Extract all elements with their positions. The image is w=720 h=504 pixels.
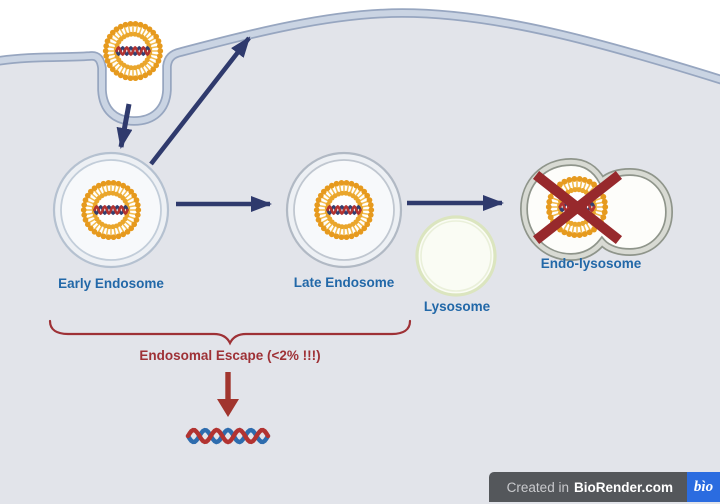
endo-lysosome-vesicle	[519, 157, 674, 262]
escape-brace	[48, 319, 412, 346]
created-in-text: Created in	[506, 479, 569, 495]
arrow-recycling-exocytosis	[149, 36, 251, 166]
escape-caption: Endosomal Escape (<2% !!!)	[139, 348, 320, 363]
biorender-watermark: Created in BioRender.com bìo	[488, 472, 720, 502]
lnp-particle-extracellular	[102, 20, 164, 82]
endo-lysosome-label: Endo-lysosome	[541, 256, 642, 271]
arrow-endocytosis	[116, 103, 133, 149]
watermark-bar: Created in BioRender.com	[488, 472, 687, 502]
biorender-brand-text: BioRender.com	[573, 479, 673, 495]
biorender-logo-icon: bìo	[687, 472, 720, 502]
released-mrna-helix	[185, 427, 271, 445]
lnp-particle-early	[80, 179, 142, 241]
lnp-particle-late	[313, 179, 375, 241]
late-endosome-vesicle	[285, 151, 403, 269]
lysosome-label: Lysosome	[424, 299, 491, 314]
late-endosome-label: Late Endosome	[294, 275, 395, 290]
lysosome-vesicle	[415, 215, 497, 297]
escape-arrow	[217, 372, 239, 417]
cell-membrane	[0, 8, 720, 126]
early-endosome-label: Early Endosome	[58, 276, 164, 291]
early-endosome-vesicle	[52, 151, 170, 269]
cross-out-x-icon	[532, 170, 623, 245]
